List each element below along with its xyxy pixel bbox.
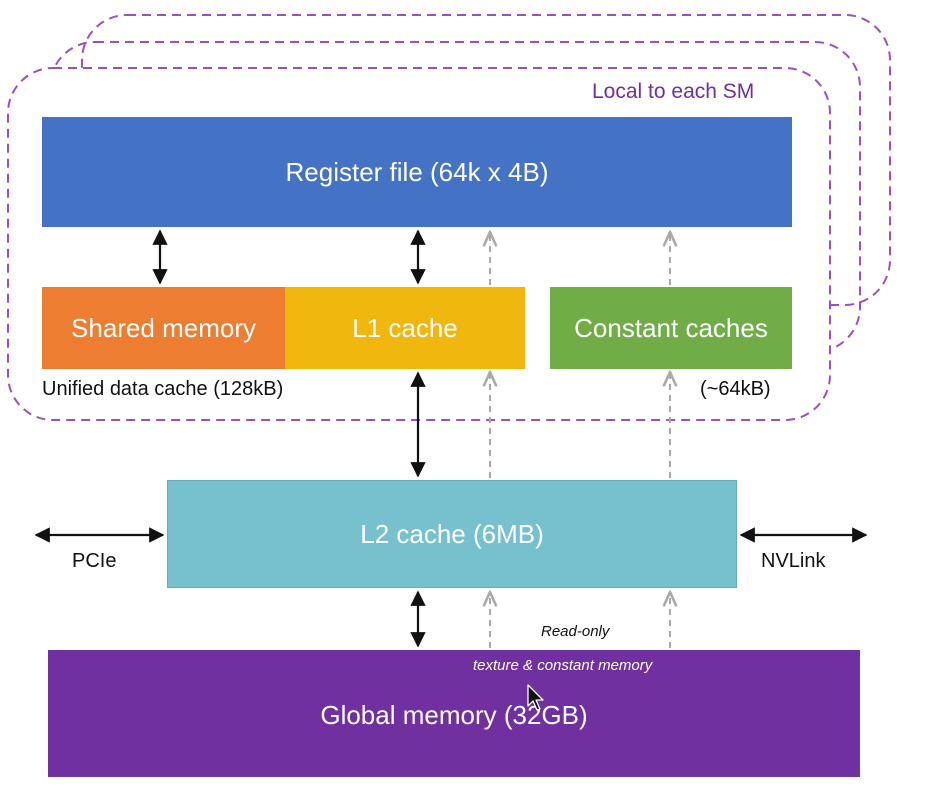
sm-region-label: Local to each SM [592, 80, 755, 103]
register-file-label: Register file (64k x 4B) [285, 156, 549, 187]
read-only-label: Read-only [541, 623, 610, 640]
texture-constant-memory-label: texture & constant memory [473, 657, 653, 674]
pcie-label: PCIe [72, 550, 117, 572]
constant-caches-box: Constant caches [550, 287, 792, 369]
shared-memory-label: Shared memory [71, 312, 256, 343]
mouse-cursor-icon [527, 684, 544, 711]
constant-caches-label: Constant caches [574, 312, 768, 343]
l2-cache-label: L2 cache (6MB) [360, 518, 544, 549]
l2-cache-box: L2 cache (6MB) [167, 480, 737, 588]
constant-cache-size-label: (~64kB) [700, 378, 771, 400]
register-file-box: Register file (64k x 4B) [42, 117, 792, 227]
l1-cache-box: L1 cache [285, 287, 525, 369]
global-memory-label: Global memory (32GB) [320, 700, 588, 730]
unified-cache-label: Unified data cache (128kB) [42, 378, 284, 400]
l1-cache-label: L1 cache [352, 312, 458, 343]
global-memory-box: Global memory (32GB) [48, 650, 860, 777]
shared-memory-box: Shared memory [42, 287, 285, 369]
nvlink-label: NVLink [761, 550, 826, 572]
